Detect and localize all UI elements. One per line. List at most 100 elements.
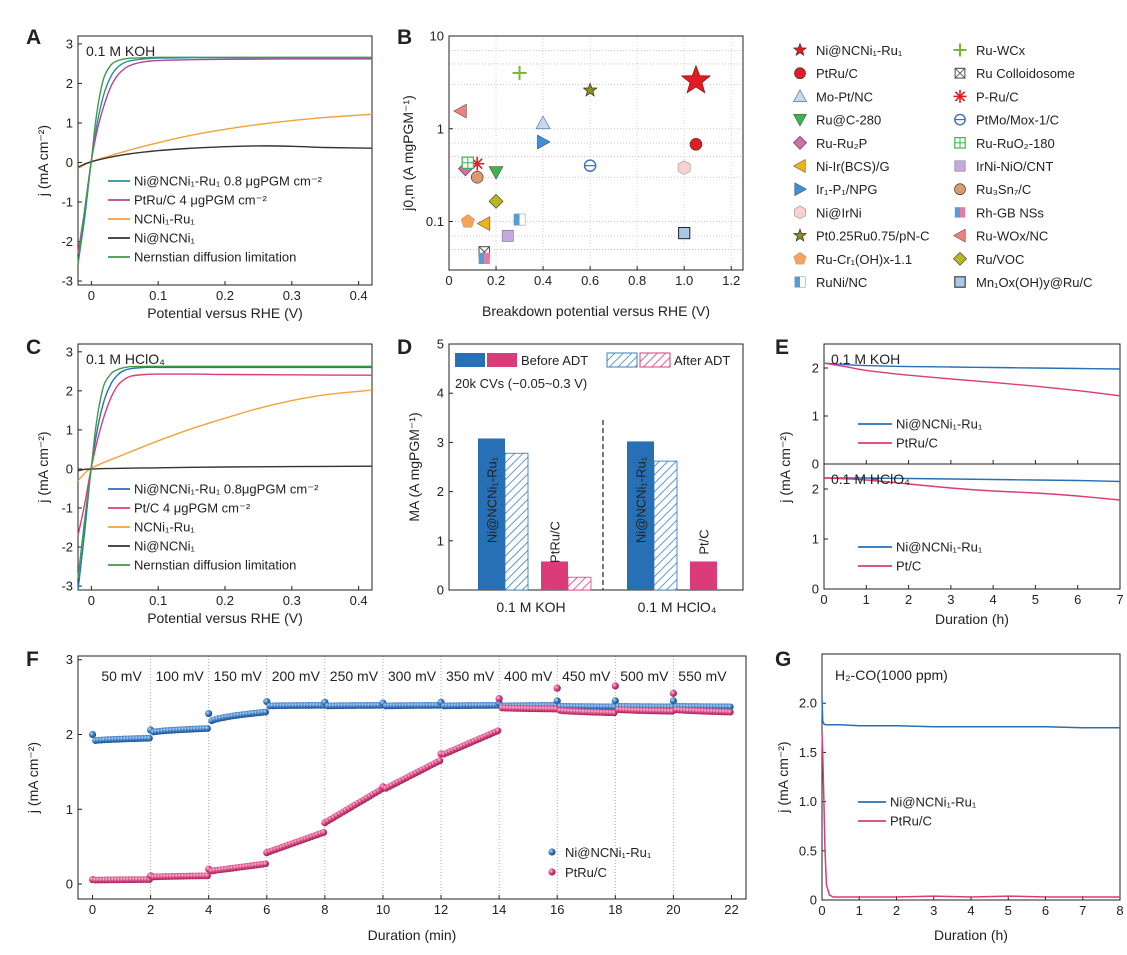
panel-annotation: 0.1 M HClO₄ [831,471,910,487]
x-tick-label: 6 [1074,592,1081,607]
legend-label: Ni@NCNi₁ [134,231,196,246]
marker [954,207,966,218]
step-label: 200 mV [272,668,321,684]
panel-annotation: 20k CVs (−0.05~0.3 V) [455,376,587,391]
x-axis-label: Duration (h) [934,927,1008,943]
data-point [262,708,270,716]
x-tick-label: 0 [89,902,96,917]
plot-frame [77,35,373,286]
legend-label: Ni@NCNi₁-Ru₁ [896,417,983,432]
step-label: 400 mV [504,668,553,684]
bar-after [504,452,529,591]
legend-label: Ni@NCNi₁ [134,539,196,554]
marker [470,170,484,184]
panel-letter: B [397,26,412,49]
x-tick-label: 0.6 [581,273,599,288]
marker [460,214,475,228]
plot-frame [448,343,744,591]
marker [453,103,467,119]
step-label: 550 mV [678,668,727,684]
y-axis-label: j (mA cm⁻²) [35,431,51,503]
data-point [436,757,444,765]
marker [677,160,691,176]
marker [794,182,808,197]
bar-after [653,460,678,591]
plot-frame [448,35,744,271]
marker [680,64,712,94]
panel-letter: C [26,336,41,359]
panel-letter: F [26,648,39,671]
data-point [553,684,561,692]
bar-label: Ni@NCNi₁-Ru₁ [485,456,500,543]
bar-before [627,441,654,590]
bar-before [478,438,505,590]
legend-swatch [487,353,517,367]
marker [954,276,966,288]
y-tick-label: -1 [61,501,73,516]
marker [793,114,807,127]
y-tick-label: 2 [812,482,819,497]
marker [952,228,966,243]
x-tick-label: 0.4 [350,593,368,608]
legend-marker [548,868,556,876]
step-label: 250 mV [330,668,379,684]
legend-label: Ni-Ir(BCS)/G [816,159,890,174]
legend-label: Nernstian diffusion limitation [134,558,296,573]
panel-annotation: 0.1 M KOH [831,351,900,367]
marker [794,276,806,288]
x-tick-label: 20 [666,902,680,917]
x-tick-label: 0.1 [149,288,167,303]
x-tick-label: 0.4 [534,273,552,288]
marker [953,89,967,103]
data-point [669,689,677,697]
legend-label: Mo-Pt/NC [816,89,873,104]
marker [461,156,475,169]
marker [953,43,967,57]
y-tick-label: 2 [437,484,444,499]
marker [792,89,808,102]
y-tick-label: 10 [430,29,444,44]
x-tick-label: 0 [445,273,452,288]
x-tick-label: 8 [1116,903,1123,918]
y-tick-label: -2 [61,540,73,555]
data-point [553,697,561,705]
x-tick-label: 0.1 [149,593,167,608]
x-tick-label: 0.2 [216,288,234,303]
x-tick-label: 2 [147,902,154,917]
x-tick-label: 3 [947,592,954,607]
x-tick-label: 0.3 [283,288,301,303]
x-tick-label: 0 [820,592,827,607]
x-tick-label: 6 [1042,903,1049,918]
marker [583,159,597,172]
legend-label: Pt/C [896,559,921,574]
legend-label: Ni@IrNi [816,205,862,220]
bar-after [567,576,592,591]
legend-swatch [639,352,671,368]
legend-label: Ru₃Sn₇/C [976,182,1031,197]
y-tick-label: 1.0 [799,794,817,809]
step-label: 450 mV [562,668,611,684]
data-point [726,703,734,711]
panel-annotation: 0.1 M KOH [86,43,155,59]
data-point [88,730,97,739]
y-tick-label: 0 [812,457,819,472]
step-label: 100 mV [156,668,205,684]
step-label: 150 mV [214,668,263,684]
marker [501,229,514,242]
y-tick-label: -2 [61,234,73,249]
marker [793,135,807,150]
legend-swatch [455,353,485,367]
legend-label: NCNi₁-Ru₁ [134,212,195,227]
y-tick-label: 0.1 [426,214,444,229]
y-tick-label: -1 [61,195,73,210]
y-tick-label: -3 [61,579,73,594]
x-tick-label: 4 [990,592,997,607]
series-line [77,58,372,254]
y-tick-label: -3 [61,274,73,289]
y-axis-label: MA (A mgPGM⁻¹) [406,412,422,521]
data-point [320,829,328,836]
